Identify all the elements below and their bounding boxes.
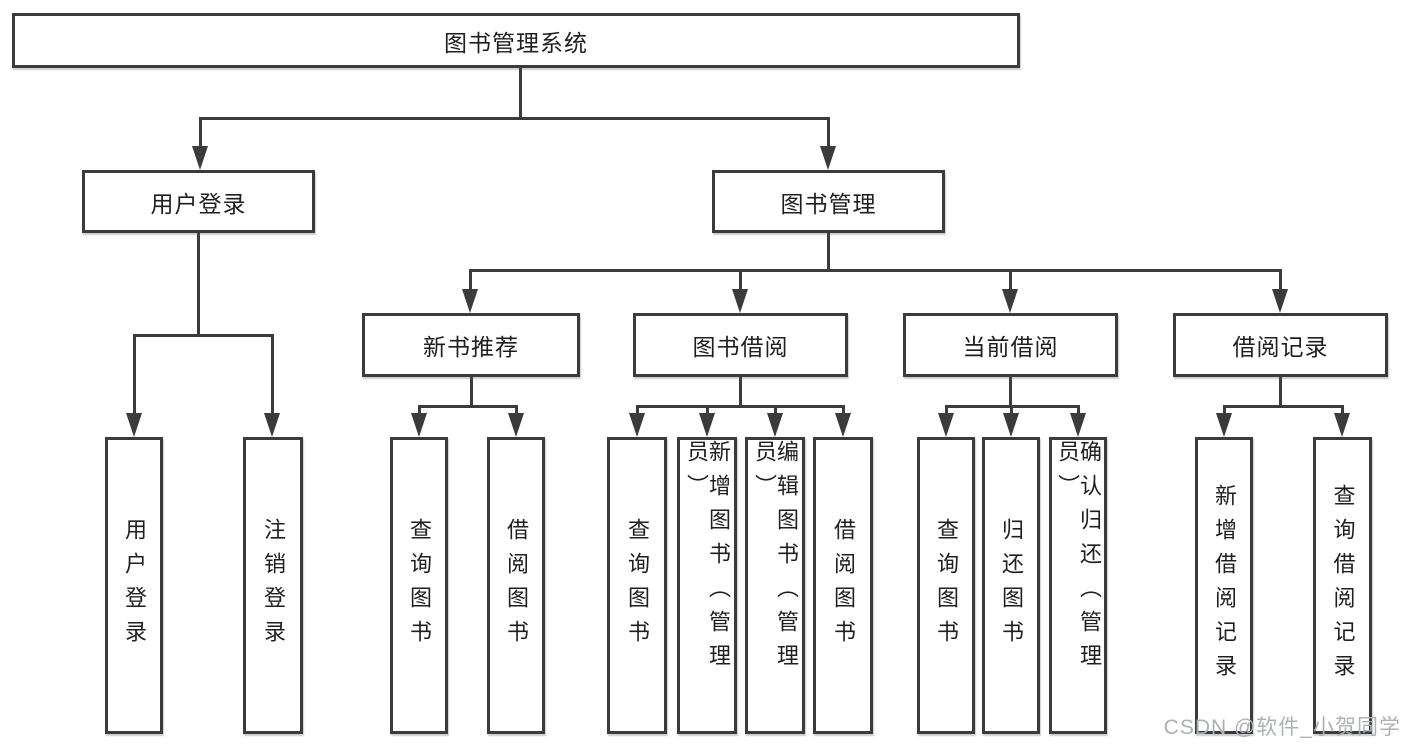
leaf-label: 编辑图书（管理员） [752,440,799,678]
leaf-label: 注销登录 [261,517,286,654]
connector-stem-section [468,272,472,291]
leaf-label: 借阅图书 [831,517,856,654]
arrow-down-icon [1070,413,1086,437]
node-user-login: 用户登录 [82,170,315,233]
connector-level3-bus [468,269,1282,272]
leaf-borrow-borrow-book: 借阅图书 [813,437,873,734]
node-book-borrow: 图书借阅 [633,313,848,377]
leaf-label: 借阅图书 [504,517,529,654]
connector-stem-section [1278,272,1282,291]
leaf-current-confirm-return-admin: 确认归还（管理员） [1049,437,1107,734]
connector-borrow-stem [739,377,742,408]
leaf-current-query-book: 查询图书 [917,437,975,734]
leaf-label: 确认归还（管理员） [1055,440,1102,678]
connector-stem-user-login [198,120,202,148]
connector-stem-leaf [1076,408,1080,414]
node-root-label: 图书管理系统 [444,29,588,56]
arrow-down-icon [767,413,783,437]
arrow-down-icon [835,413,851,437]
leaf-recommend-query-book: 查询图书 [390,437,448,734]
leaf-recommend-borrow-book: 借阅图书 [487,437,545,734]
leaf-records-add-record: 新增借阅记录 [1195,437,1253,734]
node-book-borrow-label: 图书借阅 [692,334,789,360]
arrow-down-icon [699,413,715,437]
connector-stem-leaf [773,408,777,414]
leaf-borrow-query-book: 查询图书 [607,437,667,734]
arrow-down-icon [1003,413,1019,437]
node-new-book-recommend-label: 新书推荐 [423,334,519,360]
arrow-down-icon [264,413,280,437]
connector-user-login-bus [132,334,274,337]
connector-stem-section [738,272,742,291]
arrow-down-icon [1216,413,1232,437]
node-current-borrow: 当前借阅 [903,313,1118,377]
node-book-management: 图书管理 [712,170,945,233]
connector-records-bus [1222,405,1344,408]
arrow-down-icon [126,413,142,437]
connector-stem-leaf [417,408,421,414]
arrow-down-icon [462,289,478,313]
connector-stem-leaf [1340,408,1344,414]
leaf-label: 查询图书 [625,517,650,654]
connector-current-stem [1009,377,1012,408]
node-current-borrow-label: 当前借阅 [962,334,1059,360]
leaf-current-return-book: 归还图书 [982,437,1040,734]
leaf-borrow-edit-book-admin: 编辑图书（管理员） [745,437,805,734]
leaf-label: 新增图书（管理员） [684,440,731,678]
arrow-down-icon [938,413,954,437]
node-borrow-records: 借阅记录 [1173,313,1388,377]
csdn-watermark: CSDN @软件_小贺同学 [1163,716,1401,739]
connector-stem-leaf [841,408,845,414]
arrow-down-icon [1272,289,1288,313]
leaf-borrow-add-book-admin: 新增图书（管理员） [677,437,737,734]
leaf-label: 用户登录 [122,517,147,654]
connector-level1-bus [198,117,830,120]
leaf-label: 归还图书 [999,517,1024,654]
leaf-records-query-record: 查询借阅记录 [1313,437,1372,734]
arrow-down-icon [732,289,748,313]
leaf-label: 查询图书 [407,517,432,654]
connector-root-stem [519,66,522,120]
connector-stem-leaf [1009,408,1013,414]
connector-recommend-stem [469,377,473,408]
connector-current-bus [944,405,1080,408]
connector-stem-leaf [270,337,274,415]
connector-recommend-bus [417,405,518,408]
connector-stem-section [1008,272,1012,291]
arrow-down-icon [411,413,427,437]
leaf-label: 新增借阅记录 [1212,483,1237,688]
arrow-down-icon [1334,413,1350,437]
leaf-user-login: 用户登录 [105,437,163,734]
arrow-down-icon [820,146,836,170]
arrow-down-icon [508,413,524,437]
node-book-management-label: 图书管理 [780,190,877,217]
connector-stem-leaf [514,408,518,414]
arrow-down-icon [629,413,645,437]
node-borrow-records-label: 借阅记录 [1232,334,1329,360]
node-user-login-label: 用户登录 [150,190,247,217]
connector-stem-leaf [132,337,136,415]
connector-user-login-stem [197,233,200,337]
connector-stem-leaf [635,408,639,414]
connector-borrow-bus [635,405,845,408]
connector-stem-book-management [826,120,830,148]
arrow-down-icon [192,146,208,170]
connector-stem-leaf [944,408,948,414]
connector-book-management-stem [826,233,830,272]
leaf-label: 查询借阅记录 [1330,483,1356,688]
leaf-label: 查询图书 [934,517,959,654]
leaf-logout: 注销登录 [243,437,303,734]
node-new-book-recommend: 新书推荐 [362,313,580,377]
connector-records-stem [1279,377,1282,408]
connector-stem-leaf [705,408,709,414]
arrow-down-icon [1002,289,1018,313]
connector-stem-leaf [1222,408,1226,414]
node-root: 图书管理系统 [12,13,1020,68]
